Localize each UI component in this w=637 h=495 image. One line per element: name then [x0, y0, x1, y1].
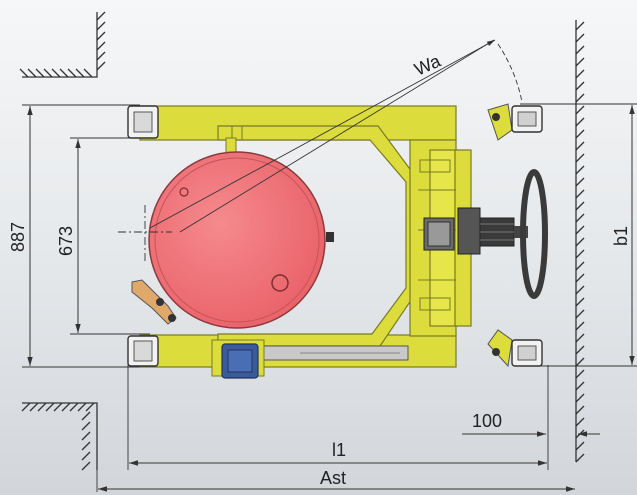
dimension-ast-label: Ast — [320, 468, 346, 488]
turning-radius-lines — [149, 39, 523, 233]
drum-clamp — [131, 279, 177, 325]
motor-unit — [211, 339, 409, 379]
load-wheel-bottom-left — [127, 335, 159, 367]
dimension-887-label: 887 — [8, 222, 28, 252]
wall-top-left — [19, 11, 106, 78]
drum — [148, 137, 334, 329]
dimension-100-label: 100 — [472, 411, 502, 431]
castor-wheel-bottom-right — [487, 329, 543, 368]
castor-wheel-top-right — [487, 103, 543, 141]
wall-bottom-left — [21, 402, 98, 471]
dimension-b1-label: b1 — [611, 226, 631, 246]
dimension-673-label: 673 — [56, 226, 76, 256]
load-wheel-top-left — [127, 105, 159, 139]
turning-radius-label: Wa — [411, 50, 444, 79]
hand-wheel — [457, 169, 548, 299]
dimension-l1-label: l1 — [332, 440, 346, 460]
mast-mechanism — [423, 217, 455, 251]
wall-right — [575, 20, 585, 463]
centre-marks — [118, 205, 172, 262]
